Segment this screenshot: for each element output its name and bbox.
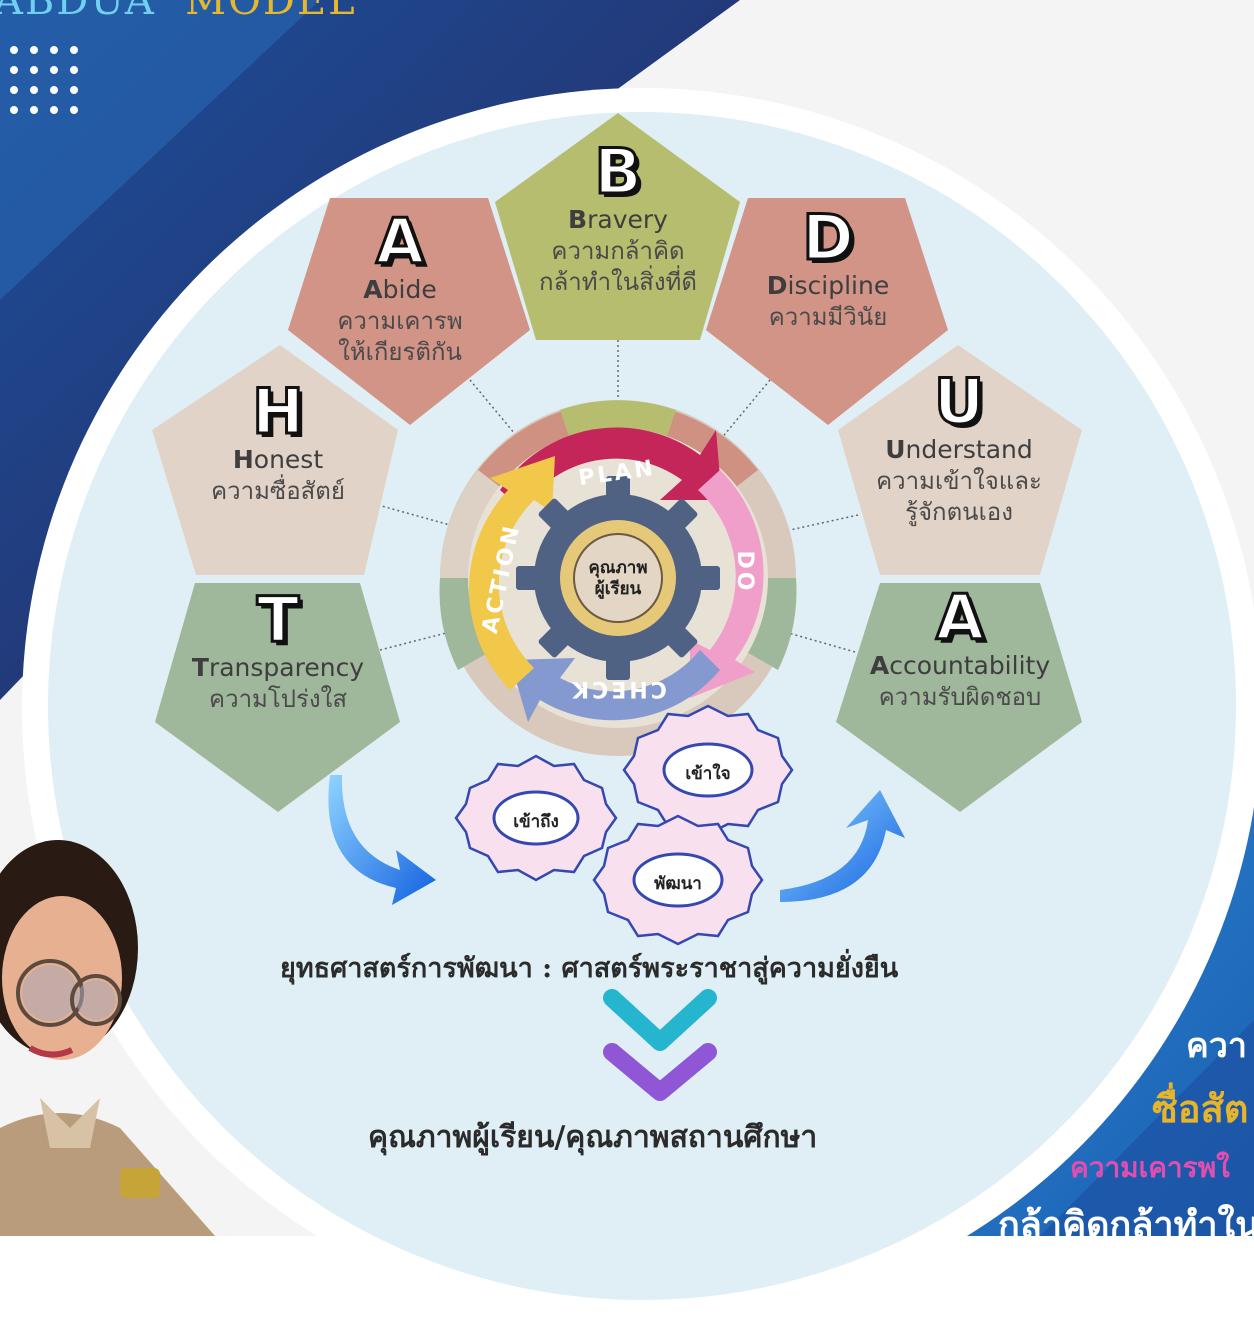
check-arrow (510, 650, 720, 722)
chevron-down-icon-2 (603, 1043, 717, 1101)
accountability-label: Accountability (869, 651, 1051, 680)
bravery-label: Bravery (568, 205, 668, 234)
chevron-down-icon (603, 989, 717, 1051)
pentagon-abide (288, 198, 530, 425)
element-transparency: T Transparency ความโปร่งใส (168, 583, 388, 715)
right-text-2: ซื่อสัต (1152, 1087, 1249, 1131)
do-arrow (690, 470, 764, 698)
honest-label: Honest (232, 445, 324, 474)
right-curve-arrow (780, 790, 905, 902)
strategy-caption: ยุทธศาสตร์การพัฒนา : ศาสตร์พระราชาสู่ควา… (280, 953, 899, 984)
element-understand: U Understand ความเข้าใจและ รู้จักตนเอง (852, 365, 1066, 528)
right-text-1: ควา (1186, 1026, 1247, 1066)
dots-decoration (10, 46, 78, 114)
element-abide: A Abide ความเคารพ ให้เกียรติกัน (300, 205, 500, 368)
transparency-label: Transparency (191, 653, 365, 682)
element-honest: H Honest ความซื่อสัตย์ (178, 375, 378, 507)
pentagon-transparency (155, 583, 400, 812)
pentagon-accountability (836, 583, 1082, 812)
check-label: CHECK (569, 676, 667, 701)
model-title: ABDUA MODEL (0, 0, 357, 24)
understand-label: Understand (885, 435, 1033, 464)
pentagon-bravery (495, 113, 740, 340)
center-label: คุณภาพ ผู้เรียน (588, 558, 648, 599)
gear-label-understand: เข้าใจ (685, 764, 731, 784)
do-label: DO (732, 551, 757, 594)
gear-access (454, 754, 618, 882)
right-text-3: ความเคารพใ (1070, 1151, 1230, 1184)
center-gear (516, 476, 720, 680)
element-discipline: D Discipline ความมีวินัย (728, 201, 928, 333)
gear-label-access: เข้าถึง (513, 812, 559, 832)
gear-develop (592, 814, 764, 946)
letter-h: H (251, 375, 306, 448)
left-curve-arrow (328, 775, 436, 905)
element-accountability: A Accountability ความรับผิดชอบ (846, 581, 1074, 713)
abdua-diagram: PLAN DO CHECK ACTION (152, 113, 1082, 1101)
plan-arrow (500, 427, 722, 510)
outcome-caption: คุณภาพผู้เรียน/คุณภาพสถานศึกษา (368, 1120, 818, 1155)
letter-u: U (932, 365, 985, 438)
action-arrow (468, 456, 555, 690)
pentagon-discipline (706, 198, 948, 425)
element-bravery: B Bravery ความกล้าคิด กล้าทำในสิ่งที่ดี (500, 135, 736, 298)
letter-b: B (593, 135, 643, 208)
letter-t: T (255, 583, 300, 656)
gear-understand (622, 704, 794, 836)
pentagon-honest (152, 345, 398, 575)
letter-a-2: A (935, 581, 986, 654)
right-text-4: กล้าคิดกล้าทำใน (998, 1205, 1254, 1246)
pentagon-understand (838, 345, 1082, 575)
person-photo (0, 840, 215, 1236)
abide-label: Abide (363, 275, 437, 304)
letter-d: D (801, 201, 855, 274)
discipline-label: Discipline (766, 271, 890, 300)
letter-a: A (375, 205, 426, 278)
gear-label-develop: พัฒนา (654, 874, 702, 894)
